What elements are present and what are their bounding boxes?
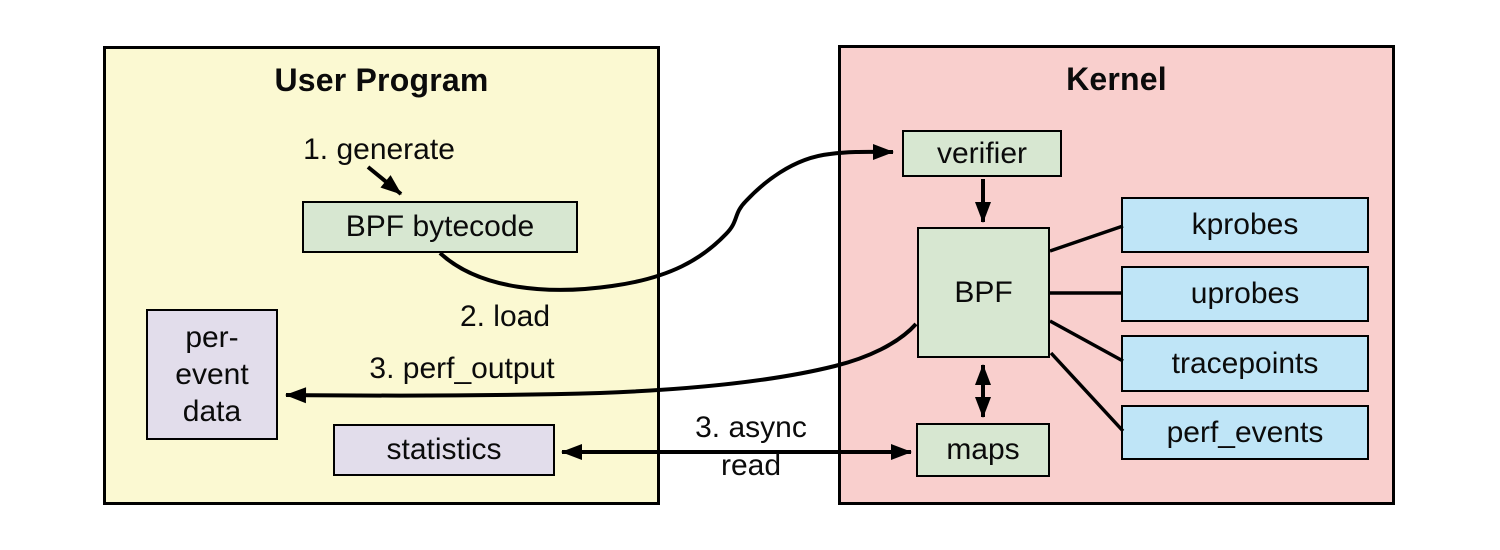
node-kprobes-label: kprobes [1191, 208, 1299, 241]
node-uprobes: uprobes [1121, 266, 1369, 322]
node-statistics: statistics [333, 424, 555, 476]
node-perf-events-label: perf_events [1166, 415, 1324, 449]
node-per-event-data: per- event data [146, 309, 278, 440]
node-verifier-label: verifier [936, 136, 1027, 170]
kernel-title: Kernel [1066, 61, 1167, 97]
async-read-label-line1: 3. async [695, 411, 807, 444]
node-tracepoints: tracepoints [1121, 335, 1369, 392]
node-kprobes: kprobes [1121, 197, 1369, 253]
node-perf-events: perf_events [1121, 405, 1369, 460]
node-maps: maps [916, 423, 1050, 477]
node-bpf-bytecode-label: BPF bytecode [345, 210, 535, 243]
perf-output-label: 3. perf_output [369, 352, 555, 385]
node-per-event-data-line3: data [182, 395, 242, 428]
node-bpf: BPF [917, 227, 1050, 358]
node-statistics-label: statistics [386, 433, 502, 466]
generate-label: 1. generate [303, 133, 455, 166]
node-uprobes-label: uprobes [1190, 277, 1300, 310]
node-tracepoints-label: tracepoints [1171, 346, 1319, 380]
user-program-title: User Program [274, 62, 489, 98]
async-read-label-line2: read [720, 449, 782, 482]
load-label: 2. load [459, 300, 551, 333]
node-bpf-label: BPF [954, 275, 1013, 309]
node-per-event-data-line1: per- [185, 321, 239, 354]
node-per-event-data-line2: event [175, 358, 249, 391]
node-maps-label: maps [946, 433, 1020, 466]
node-verifier: verifier [902, 130, 1062, 177]
node-bpf-bytecode: BPF bytecode [302, 201, 578, 253]
